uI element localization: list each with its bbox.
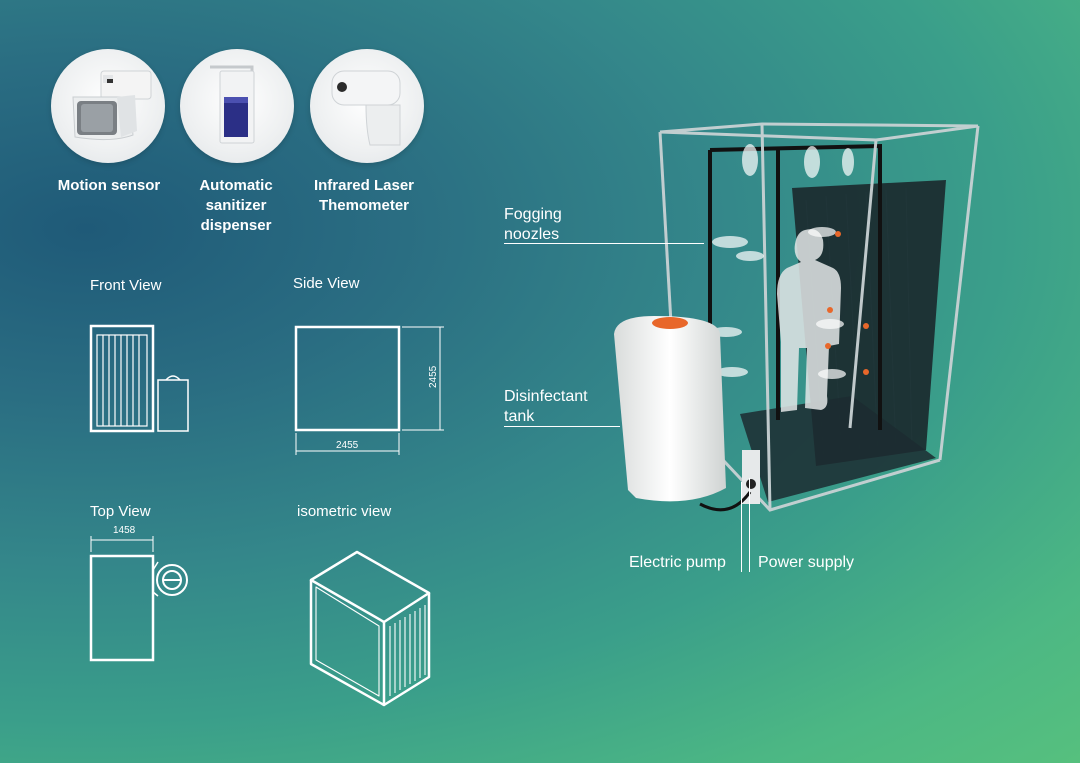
electric-pump-label: Electric pump xyxy=(629,554,726,571)
motion-sensor-circle xyxy=(51,49,165,163)
sanitizer-dispenser-label: Automatic sanitizer dispenser xyxy=(199,177,273,234)
sanitizer-dispenser-icon xyxy=(210,65,255,144)
infrared-thermometer-icon xyxy=(331,70,401,146)
pump-leader-line xyxy=(741,482,742,572)
disinfectant-tank-label: Disinfectant tank xyxy=(504,387,588,427)
disinfectant-tank xyxy=(614,316,726,502)
side-width-dim: 2455 xyxy=(336,440,359,451)
tank-leader-line xyxy=(504,426,620,427)
top-view-drawing xyxy=(89,536,188,662)
side-height-dim: 2455 xyxy=(428,365,439,388)
booth-render xyxy=(614,122,980,512)
side-view-label: Side View xyxy=(293,275,360,292)
power-leader-line xyxy=(749,478,750,572)
motion-sensor-label: Motion sensor xyxy=(57,177,161,194)
fogging-leader-line xyxy=(504,243,704,244)
isometric-view-label: isometric view xyxy=(297,503,392,520)
top-width-dim: 1458 xyxy=(113,525,136,536)
tank-lid xyxy=(652,317,688,329)
power-supply-label: Power supply xyxy=(758,554,855,571)
front-view-label: Front View xyxy=(90,277,162,294)
fogging-line-1: Fogging xyxy=(504,206,562,223)
side-view-drawing: 2455 2455 xyxy=(294,325,444,455)
booth-floor xyxy=(740,396,936,502)
technical-drawings: 2455 2455 1458 xyxy=(89,324,444,707)
tank-line-1: Disinfectant xyxy=(504,388,588,405)
infrared-thermometer-label: Infrared Laser Themometer xyxy=(313,177,415,214)
electric-pump-box xyxy=(742,450,760,504)
tank-line-2: tank xyxy=(504,408,535,425)
isometric-view-drawing xyxy=(309,550,431,707)
motion-sensor-icon xyxy=(72,70,152,141)
top-view-label: Top View xyxy=(90,503,151,520)
infrared-thermometer-circle xyxy=(310,49,424,163)
fogging-nozzles-label: Fogging noozles xyxy=(504,205,562,245)
front-view-drawing xyxy=(89,324,189,433)
sanitizer-dispenser-circle xyxy=(180,49,294,163)
person-silhouette xyxy=(777,229,841,412)
fogging-line-2: noozles xyxy=(504,226,560,243)
